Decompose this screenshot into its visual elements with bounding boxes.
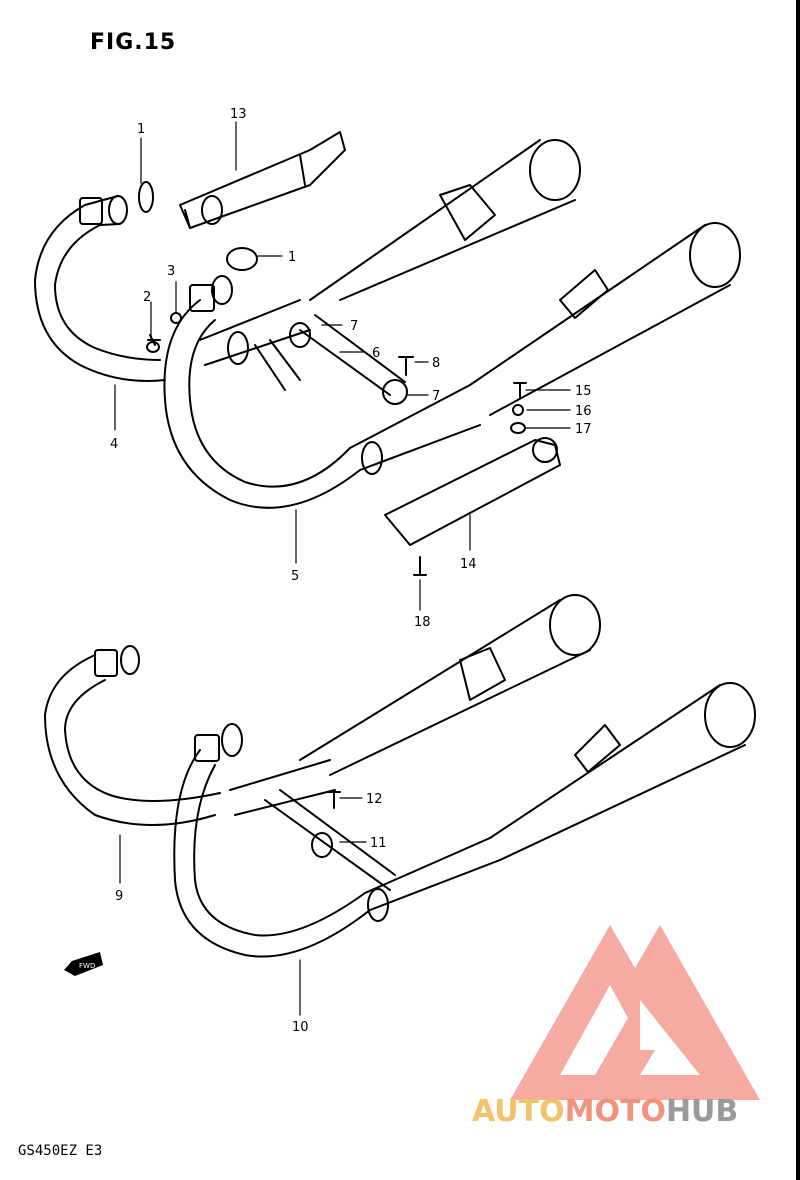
callout-15: 15 — [575, 384, 592, 399]
callout-10: 10 — [292, 1020, 309, 1035]
figure-title: FIG.15 — [90, 30, 177, 55]
upper-muffler-front — [469, 222, 741, 416]
callout-2: 2 — [143, 290, 151, 305]
callout-18: 18 — [414, 615, 431, 630]
crossover-pipe-6 — [254, 314, 408, 405]
bolt-2-head — [146, 341, 160, 353]
callout-14: 14 — [460, 557, 477, 572]
heat-shield-14 — [384, 437, 561, 546]
automotohub-logo-icon — [510, 925, 760, 1100]
right-border — [796, 0, 800, 1180]
callout-6: 6 — [372, 346, 380, 361]
callout-7-upper: 7 — [350, 319, 358, 334]
lower-muffler-front — [489, 682, 756, 861]
callout-1-top: 1 — [137, 122, 145, 137]
nut-17 — [510, 422, 526, 434]
upper-muffler-back — [309, 139, 581, 301]
bolt-12 — [327, 791, 341, 809]
heat-shield-13 — [179, 131, 346, 229]
washer-3 — [170, 312, 182, 324]
header-pipe-4 — [34, 195, 166, 382]
callout-4: 4 — [110, 437, 118, 452]
callout-17: 17 — [575, 422, 592, 437]
crossover-pipe-11 — [229, 759, 396, 891]
header-pipe-9 — [44, 645, 221, 826]
automotohub-watermark: AUTOMOTOHUB — [472, 1094, 738, 1129]
callout-13: 13 — [230, 107, 247, 122]
callout-11: 11 — [370, 836, 387, 851]
callout-1-mid: 1 — [288, 250, 296, 265]
bolt-8 — [398, 356, 414, 376]
bolt-18 — [413, 556, 427, 576]
header-pipe-5 — [163, 275, 481, 509]
callout-9: 9 — [115, 889, 123, 904]
callout-3: 3 — [167, 264, 175, 279]
watermark-auto: AUTO — [472, 1094, 565, 1129]
callout-12: 12 — [366, 792, 383, 807]
fwd-label: FWD — [79, 962, 95, 970]
fwd-arrow-icon: FWD — [64, 952, 103, 976]
gasket-1-top — [138, 181, 154, 213]
callout-5: 5 — [291, 569, 299, 584]
lower-muffler-back — [299, 594, 601, 776]
watermark-moto: MOTO — [564, 1094, 666, 1129]
watermark-hub: HUB — [665, 1094, 739, 1129]
gasket-1-mid — [226, 247, 258, 271]
callout-7-lower: 7 — [432, 389, 440, 404]
callout-16: 16 — [575, 404, 592, 419]
model-code: GS450EZ E3 — [18, 1143, 103, 1159]
bolt-15 — [513, 382, 527, 398]
header-pipe-10 — [173, 723, 501, 958]
washer-16 — [512, 404, 524, 416]
callout-8: 8 — [432, 356, 440, 371]
